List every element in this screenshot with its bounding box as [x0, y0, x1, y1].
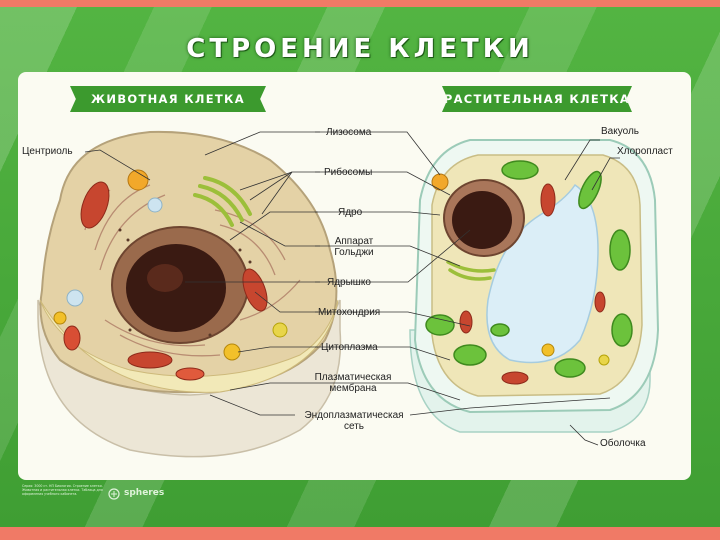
- publisher-logo-icon: [108, 488, 120, 500]
- label-membrane-line1: Плазматическая: [314, 372, 392, 383]
- footnote-text: Серия: 3000 ст. НП Биология. Строение кл…: [22, 484, 103, 496]
- label-ribosomes: Рибосомы: [324, 167, 373, 178]
- plant-golgi: [446, 260, 496, 281]
- animal-mitochondria: [63, 181, 268, 381]
- animal-ribosomes: [118, 228, 252, 337]
- callout-lines: [84, 131, 620, 446]
- animal-golgi: [193, 176, 252, 227]
- animal-vesicles: [53, 169, 288, 361]
- label-nucleolus: Ядрышко: [327, 277, 371, 288]
- label-vacuole: Вакуоль: [601, 126, 639, 137]
- animal-nucleolus: [147, 264, 183, 292]
- animal-cell: [37, 130, 342, 458]
- publisher-name: spheres: [124, 488, 165, 498]
- animal-cytoplasm-edge: [39, 299, 339, 393]
- label-golgi: Аппарат Гольджи: [324, 236, 384, 258]
- plant-vesicles: [431, 173, 610, 366]
- label-er: Эндоплазматическая сеть: [294, 410, 414, 432]
- plant-cell-header: РАСТИТЕЛЬНАЯ КЛЕТКА: [442, 86, 632, 112]
- label-er-line1: Эндоплазматическая: [304, 410, 404, 421]
- label-chloroplast: Хлоропласт: [617, 146, 673, 157]
- plant-mitochondria: [459, 183, 606, 385]
- label-membrane: Плазматическая мембрана: [308, 372, 398, 394]
- label-membrane-line2: мембрана: [329, 383, 377, 394]
- label-centriole: Центриоль: [22, 146, 73, 157]
- plant-cell: [409, 139, 660, 433]
- plant-vacuole: [486, 183, 599, 364]
- label-cytoplasm: Цитоплазма: [321, 342, 378, 353]
- label-lysosome: Лизосома: [326, 127, 372, 138]
- plant-chloroplasts: [425, 160, 633, 378]
- label-nucleus: Ядро: [338, 207, 363, 218]
- animal-cell-header: ЖИВОТНАЯ КЛЕТКА: [70, 86, 266, 112]
- label-mitochondrion: Митохондрия: [318, 307, 381, 318]
- label-cell-wall: Оболочка: [600, 438, 646, 449]
- label-er-line2: сеть: [343, 421, 365, 432]
- poster-title: СТРОЕНИЕ КЛЕТКИ: [186, 34, 534, 64]
- label-golgi-line1: Аппарат: [334, 236, 374, 247]
- label-golgi-line2: Гольджи: [334, 247, 374, 258]
- plant-nucleus: [452, 191, 512, 249]
